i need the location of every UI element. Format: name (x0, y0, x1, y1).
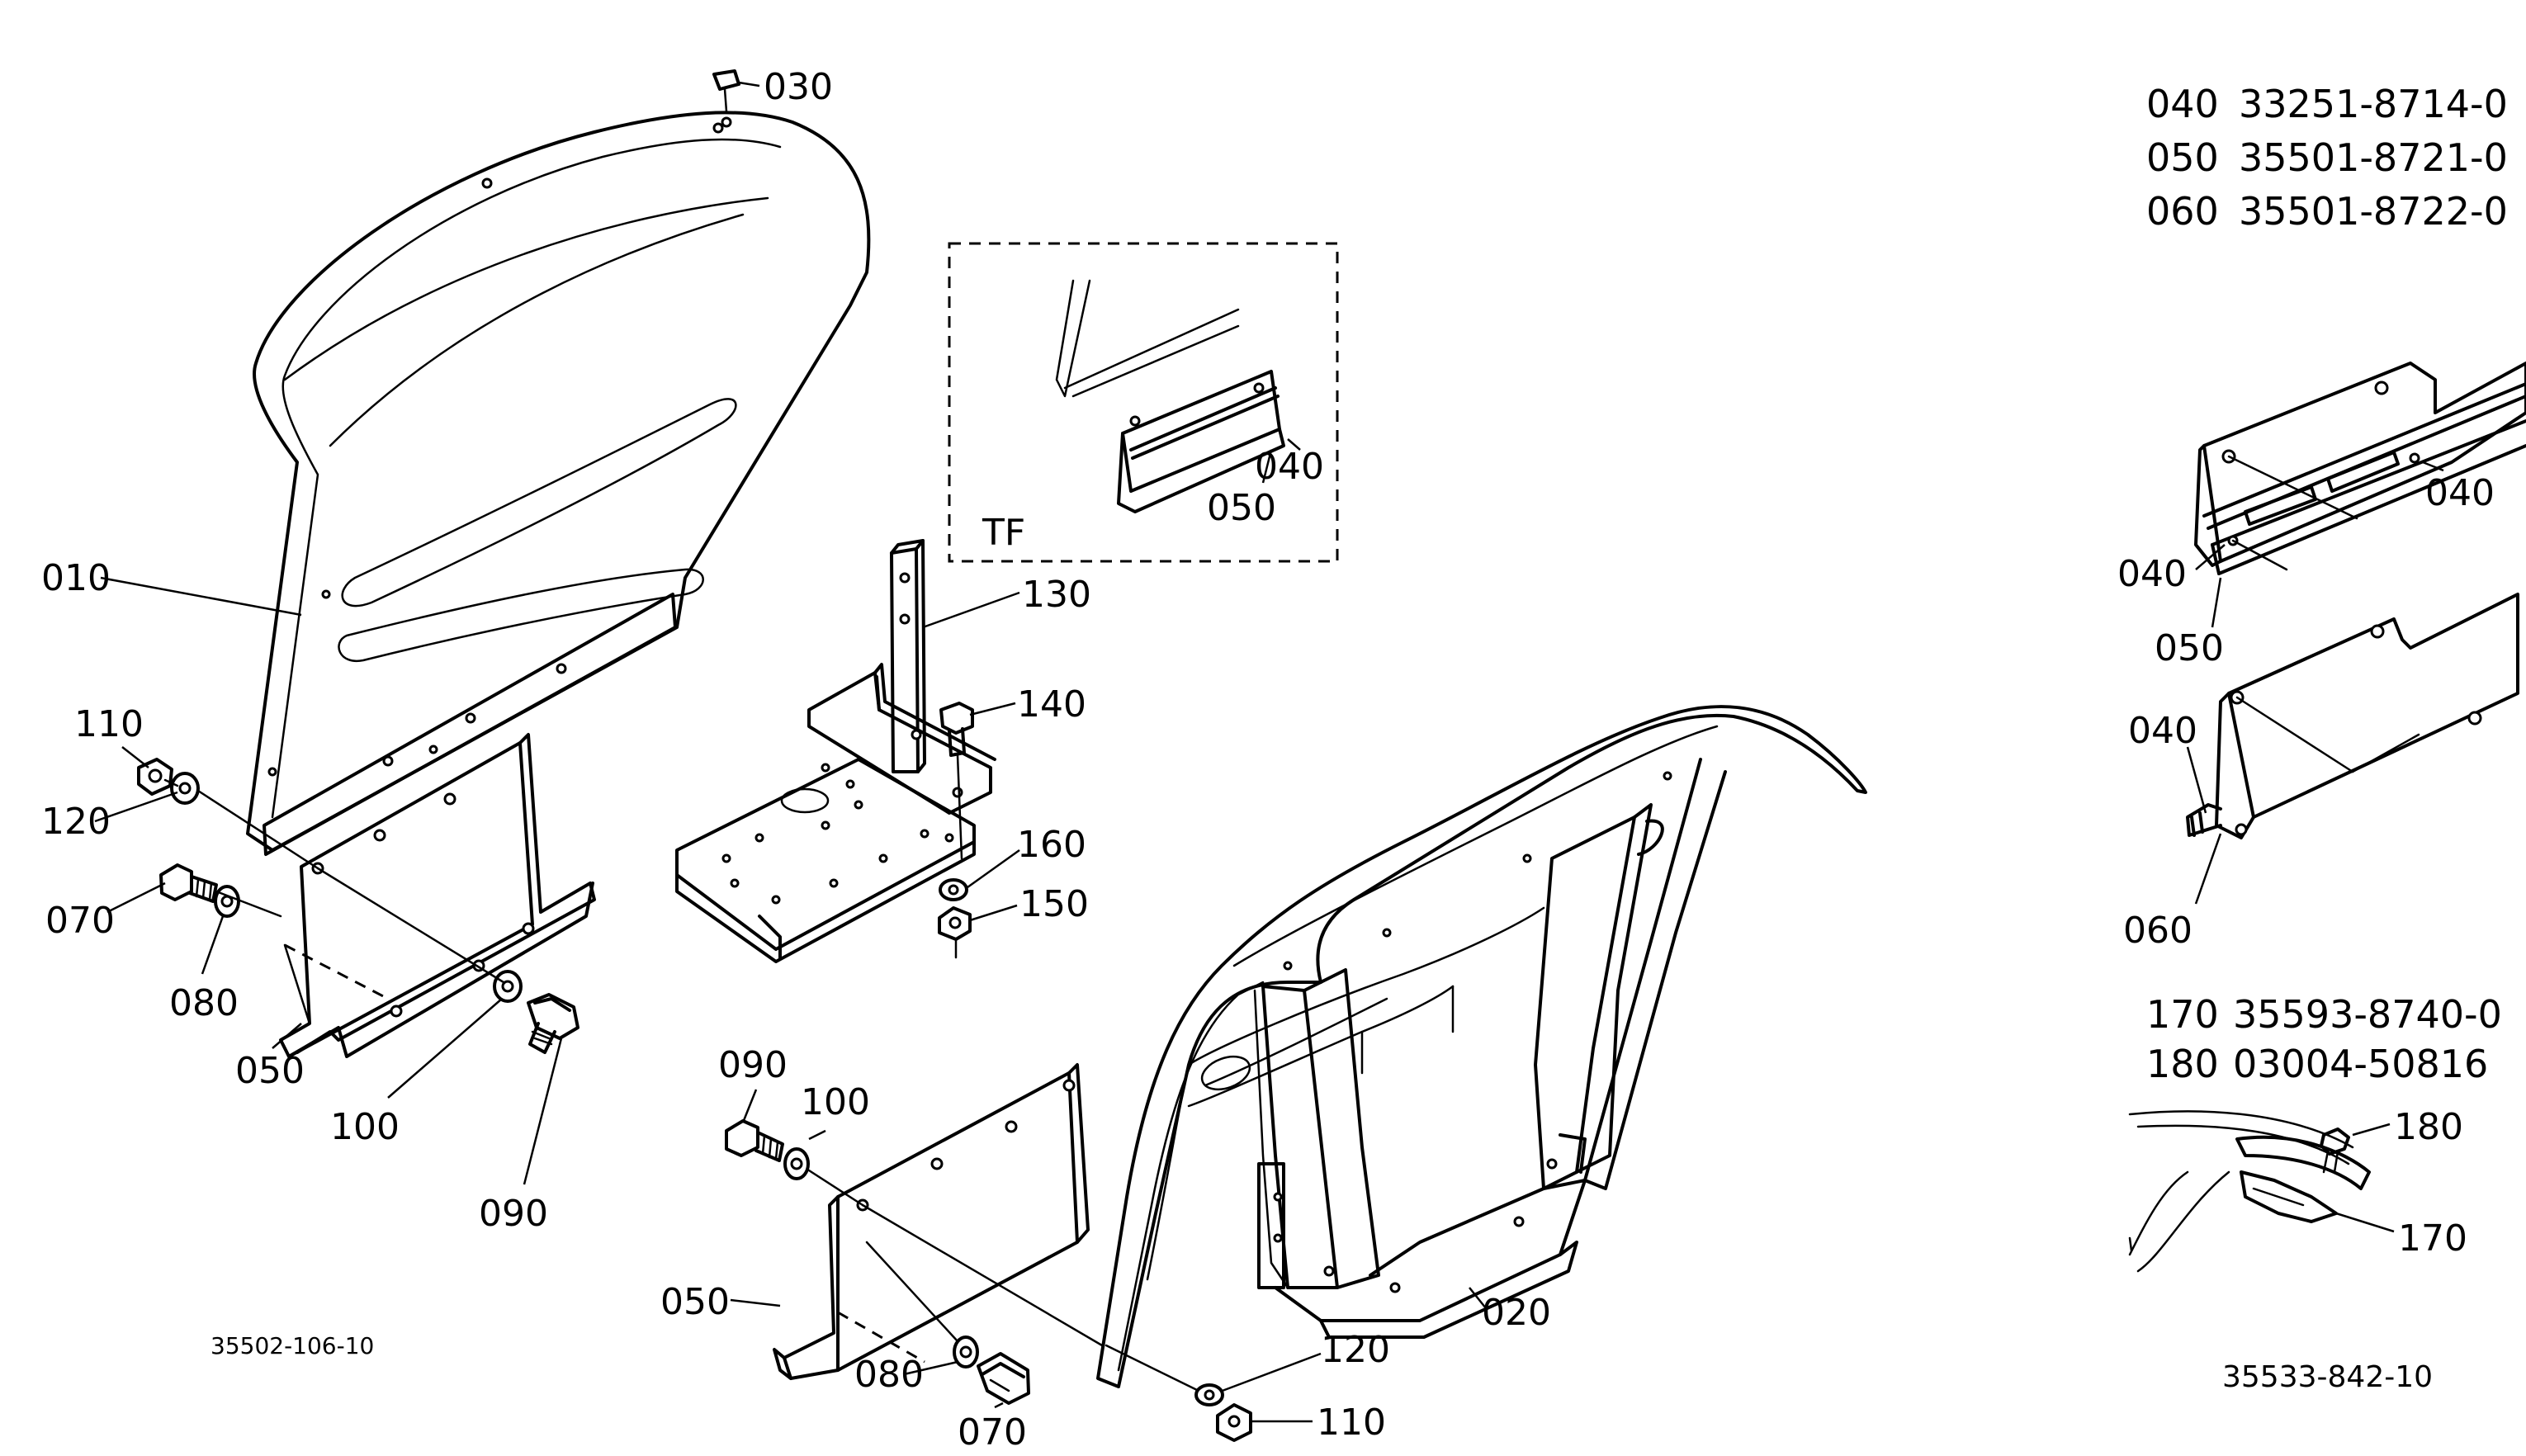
callout-020: 020 (1482, 1292, 1551, 1334)
diagram-code-right: 35533-842-10 (2222, 1360, 2433, 1394)
plate-060-right (2186, 593, 2519, 839)
bolt-090-lower (725, 1119, 784, 1162)
table-ref: 060 (2146, 189, 2219, 234)
table-part-number: 03004-50816 (2233, 1042, 2488, 1086)
plate-050-right (2194, 362, 2526, 575)
callout-070-lower: 070 (958, 1411, 1027, 1454)
washer-100-left (493, 970, 523, 1003)
callout-120-lower: 120 (1321, 1329, 1390, 1371)
table-part-number: 33251-8714-0 (2239, 82, 2508, 126)
callout-050-right: 050 (2155, 627, 2224, 669)
mounting-plate (675, 758, 976, 963)
washer-100-lower (783, 1147, 810, 1180)
fender-020 (1096, 705, 1867, 1388)
table-part-number: 35501-8721-0 (2239, 135, 2508, 180)
callout-040-right-a: 040 (2425, 472, 2495, 514)
bolt-070-left (159, 863, 218, 903)
callout-050-lower: 050 (660, 1281, 730, 1323)
washer-080-left (214, 885, 240, 918)
table-ref: 180 (2146, 1042, 2219, 1086)
washer-120-lower (1194, 1383, 1224, 1406)
table-ref: 170 (2146, 992, 2219, 1037)
callout-040-right-b: 040 (2117, 553, 2187, 595)
screw-030 (712, 69, 740, 128)
diagram-code-left: 35502-106-10 (210, 1332, 374, 1359)
parts-table-bottom: 170 35593-8740-0 180 03004-50816 (2146, 992, 2502, 1086)
callout-120-left: 120 (41, 801, 111, 843)
bolt-070-lower (977, 1352, 1030, 1405)
callout-010: 010 (41, 557, 111, 599)
callout-040-tf: 040 (1255, 446, 1324, 488)
washer-120-left (170, 772, 200, 805)
callout-150: 150 (1019, 883, 1089, 925)
nut-110-lower (1216, 1403, 1252, 1442)
table-ref: 050 (2146, 135, 2219, 180)
callout-050-tf: 050 (1207, 487, 1276, 529)
callout-140: 140 (1017, 683, 1086, 726)
nut-150 (938, 906, 972, 959)
table-part-number: 35501-8722-0 (2239, 189, 2508, 234)
table-part-number: 35593-8740-0 (2233, 992, 2502, 1037)
callout-030: 030 (764, 66, 833, 108)
callout-090-lower: 090 (718, 1044, 788, 1086)
bolt-090-left (527, 993, 579, 1054)
washer-160 (939, 878, 968, 901)
nut-110-left (137, 758, 173, 796)
bracket-050-left (279, 733, 596, 1058)
bolt-140 (939, 702, 974, 860)
callout-050-left: 050 (235, 1050, 305, 1092)
detail-170-180 (2128, 1110, 2371, 1273)
tf-label: TF (982, 512, 1025, 554)
callout-080-lower: 080 (854, 1354, 924, 1396)
callout-090-left: 090 (479, 1193, 548, 1235)
table-ref: 040 (2146, 82, 2219, 126)
callout-080-left: 080 (169, 982, 239, 1024)
callout-130: 130 (1022, 574, 1091, 616)
callout-110-left: 110 (74, 703, 144, 745)
callout-060-right: 060 (2123, 910, 2193, 952)
callout-040-right-c: 040 (2128, 710, 2197, 752)
washer-080-lower (953, 1335, 979, 1369)
callout-110-lower: 110 (1317, 1402, 1386, 1444)
callout-070-left: 070 (45, 900, 115, 942)
callout-160: 160 (1017, 824, 1086, 866)
leader-lines (94, 81, 2444, 1423)
callout-180: 180 (2394, 1106, 2463, 1148)
parts-table-top: 040 33251-8714-0 050 35501-8721-0 060 35… (2146, 82, 2508, 234)
fender-010 (246, 111, 871, 856)
callout-100-lower: 100 (801, 1081, 870, 1123)
callout-170: 170 (2398, 1217, 2467, 1260)
tf-detail (948, 242, 1339, 563)
callout-100-left: 100 (330, 1106, 400, 1148)
bracket-130 (807, 539, 996, 815)
